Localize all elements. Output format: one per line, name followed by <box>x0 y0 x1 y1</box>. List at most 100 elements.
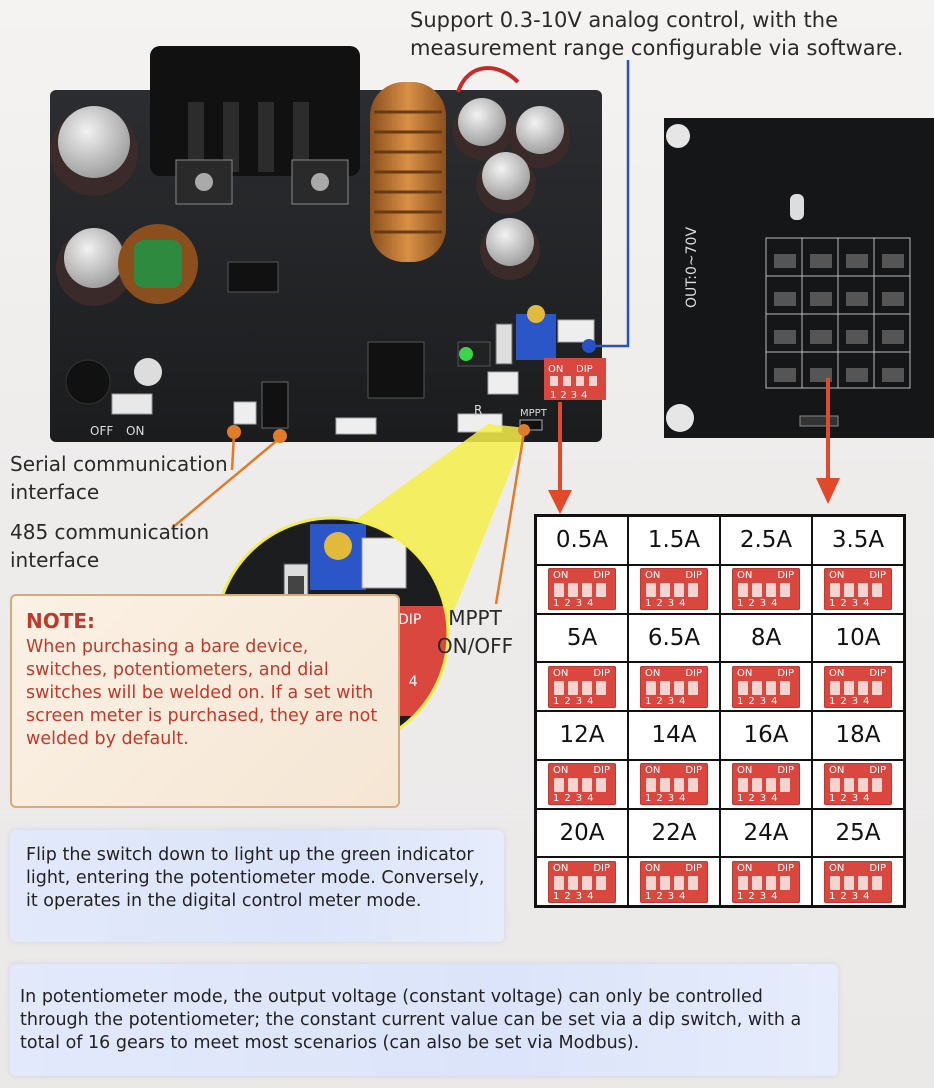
mppt-label: MPPT ON/OFF <box>436 606 514 658</box>
dip-switch-lever <box>872 583 882 598</box>
back-silkscreen-table <box>765 237 911 389</box>
current-value-cell: 10A <box>812 613 904 663</box>
dip-switch-lever <box>858 583 868 598</box>
dip-switch-lever <box>568 680 578 695</box>
current-value: 20A <box>559 819 605 846</box>
dip-switch-lever <box>596 680 606 695</box>
dip-setting-cell: ON DIP 1234 <box>720 564 812 614</box>
current-value: 2.5A <box>739 527 793 554</box>
dip-setting-cell: ON DIP 1234 <box>536 759 628 809</box>
dip-switch-lever <box>688 680 698 695</box>
dip-on-label: ON <box>737 862 753 874</box>
dip-switch-graphic: ON DIP 1234 <box>640 665 708 708</box>
dip-label: DIP <box>777 570 794 582</box>
dip-numbers: 1234 <box>737 598 783 610</box>
dip-on-label: ON <box>829 667 845 679</box>
dip-numbers: 1234 <box>829 695 875 707</box>
dip-switch-lever <box>554 680 564 695</box>
dip-numbers: 1234 <box>553 793 599 805</box>
dip-switch-lever <box>568 778 578 793</box>
dip-switch-lever <box>660 583 670 598</box>
dip-switch-lever <box>872 680 882 695</box>
dip-switch-lever <box>660 778 670 793</box>
dip-numbers: 1234 <box>645 695 691 707</box>
dip-switch-lever <box>752 583 762 598</box>
dip-label: DIP <box>593 667 610 679</box>
dip-label: DIP <box>685 570 702 582</box>
svg-text:DIP: DIP <box>398 612 421 628</box>
dip-setting-cell: ON DIP 1234 <box>720 857 812 906</box>
dip-switch-lever <box>844 680 854 695</box>
dip-switch-lever <box>738 875 748 890</box>
dip-switch-lever <box>844 778 854 793</box>
dip-switch-lever <box>660 680 670 695</box>
svg-text:OFF: OFF <box>90 424 113 438</box>
dip-switch-lever <box>766 875 776 890</box>
dip-label: DIP <box>593 765 610 777</box>
dip-on-label: ON <box>645 667 661 679</box>
dip-switch-lever <box>858 680 868 695</box>
dip-label: DIP <box>685 862 702 874</box>
svg-text:ON: ON <box>548 364 563 375</box>
current-value-cell: 16A <box>720 711 812 760</box>
board-back-image: OUT:0~70V <box>664 118 934 438</box>
current-value: 25A <box>835 819 881 846</box>
dip-label: DIP <box>869 765 886 777</box>
current-value-cell: 8A <box>720 613 812 663</box>
dip-switch-lever <box>752 778 762 793</box>
current-value-cell: 0.5A <box>536 516 628 565</box>
current-value: 10A <box>835 624 881 651</box>
dip-switch-lever <box>554 875 564 890</box>
dip-switch-lever <box>568 875 578 890</box>
note-box: NOTE: When purchasing a bare device, swi… <box>10 594 400 808</box>
current-value: 24A <box>743 819 789 846</box>
current-value-cell: 1.5A <box>628 516 720 565</box>
dip-numbers: 1234 <box>737 793 783 805</box>
dip-label: DIP <box>777 667 794 679</box>
current-value: 8A <box>750 624 782 651</box>
dip-label: DIP <box>685 667 702 679</box>
current-value: 3.5A <box>831 527 885 554</box>
dip-switch-lever <box>780 778 790 793</box>
dip-switch-lever <box>766 778 776 793</box>
svg-text:DIP: DIP <box>576 364 593 375</box>
dip-switch-lever <box>738 583 748 598</box>
current-value: 14A <box>651 722 697 749</box>
dip-numbers: 1234 <box>737 890 783 902</box>
dip-switch-graphic: ON DIP 1234 <box>824 665 892 708</box>
current-value: 22A <box>651 819 697 846</box>
dip-on-label: ON <box>737 570 753 582</box>
dip-numbers: 1234 <box>829 890 875 902</box>
dip-label: DIP <box>869 667 886 679</box>
current-value: 12A <box>559 722 605 749</box>
current-value: 6.5A <box>647 624 701 651</box>
dip-switch-lever <box>830 680 840 695</box>
dip-arrow-right-head <box>816 478 840 504</box>
dip-on-label: ON <box>645 862 661 874</box>
dip-on-label: ON <box>553 765 569 777</box>
dip-switch-lever <box>766 680 776 695</box>
svg-text:MPPT: MPPT <box>520 408 548 419</box>
dip-switch-lever <box>830 778 840 793</box>
current-value-cell: 22A <box>628 808 720 858</box>
analog-callout-line <box>592 60 630 348</box>
dip-label: DIP <box>777 862 794 874</box>
current-value-cell: 18A <box>812 711 904 760</box>
dip-switch-lever <box>674 875 684 890</box>
current-value: 5A <box>566 624 598 651</box>
dip-switch-lever <box>674 680 684 695</box>
dip-switch-lever <box>872 778 882 793</box>
